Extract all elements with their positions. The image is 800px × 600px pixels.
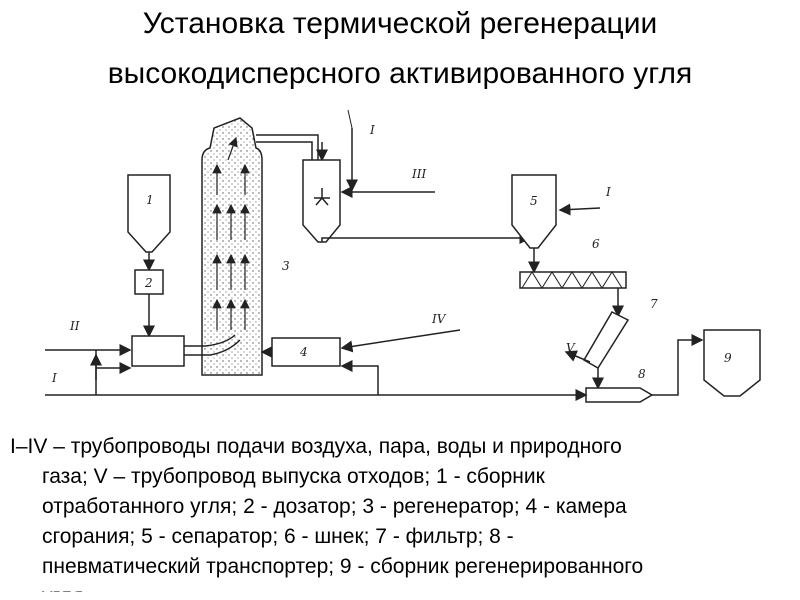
spent-carbon-hopper xyxy=(127,174,171,253)
separator xyxy=(511,174,557,249)
page-title-line-1: Установка термической регенерации xyxy=(142,7,658,40)
label-1: 1 xyxy=(146,193,154,207)
legend-caption: I–IV – трубопроводы подачи воздуха, пара… xyxy=(10,432,790,592)
label-stream-I-right: I xyxy=(605,185,611,199)
regenerated-carbon-hopper xyxy=(703,329,761,397)
label-9: 9 xyxy=(724,351,732,365)
label-6: 6 xyxy=(592,237,600,251)
label-stream-V: V xyxy=(566,341,576,355)
label-stream-III: III xyxy=(411,167,426,181)
label-7: 7 xyxy=(650,297,658,311)
filter xyxy=(582,311,630,370)
cyclone-scrubber xyxy=(302,159,341,243)
label-stream-I-top: I xyxy=(369,123,375,137)
page-title-line-2: высокодисперсного активированного угля xyxy=(107,57,693,90)
caption-line: отработанного угля; 2 - дозатор; 3 - рег… xyxy=(42,495,627,518)
label-4: 4 xyxy=(299,345,308,359)
caption-line: газа; V – трубопровод выпуска отходов; 1… xyxy=(42,465,545,488)
pneumatic-transporter xyxy=(585,387,654,403)
label-5: 5 xyxy=(530,194,538,208)
label-stream-IV: IV xyxy=(431,312,447,326)
combustion-chamber xyxy=(271,337,341,367)
caption-line: пневматический транспортер; 9 - сборник … xyxy=(42,555,644,578)
regenerator-column xyxy=(201,117,263,376)
process-diagram: 1 2 3 4 5 6 7 8 9 I I I II III IV V xyxy=(45,110,761,403)
label-2: 2 xyxy=(144,276,153,290)
caption-line: сгорания; 5 - сепаратор; 6 - шнек; 7 - ф… xyxy=(42,525,514,548)
label-stream-II: II xyxy=(69,319,80,333)
label-stream-I-bottom: I xyxy=(51,371,57,385)
feeder-box xyxy=(131,335,185,367)
label-3: 3 xyxy=(282,259,290,273)
caption-line: I–IV – трубопроводы подачи воздуха, пара… xyxy=(10,435,622,458)
caption-line: угля xyxy=(10,582,790,592)
label-8: 8 xyxy=(638,367,646,381)
